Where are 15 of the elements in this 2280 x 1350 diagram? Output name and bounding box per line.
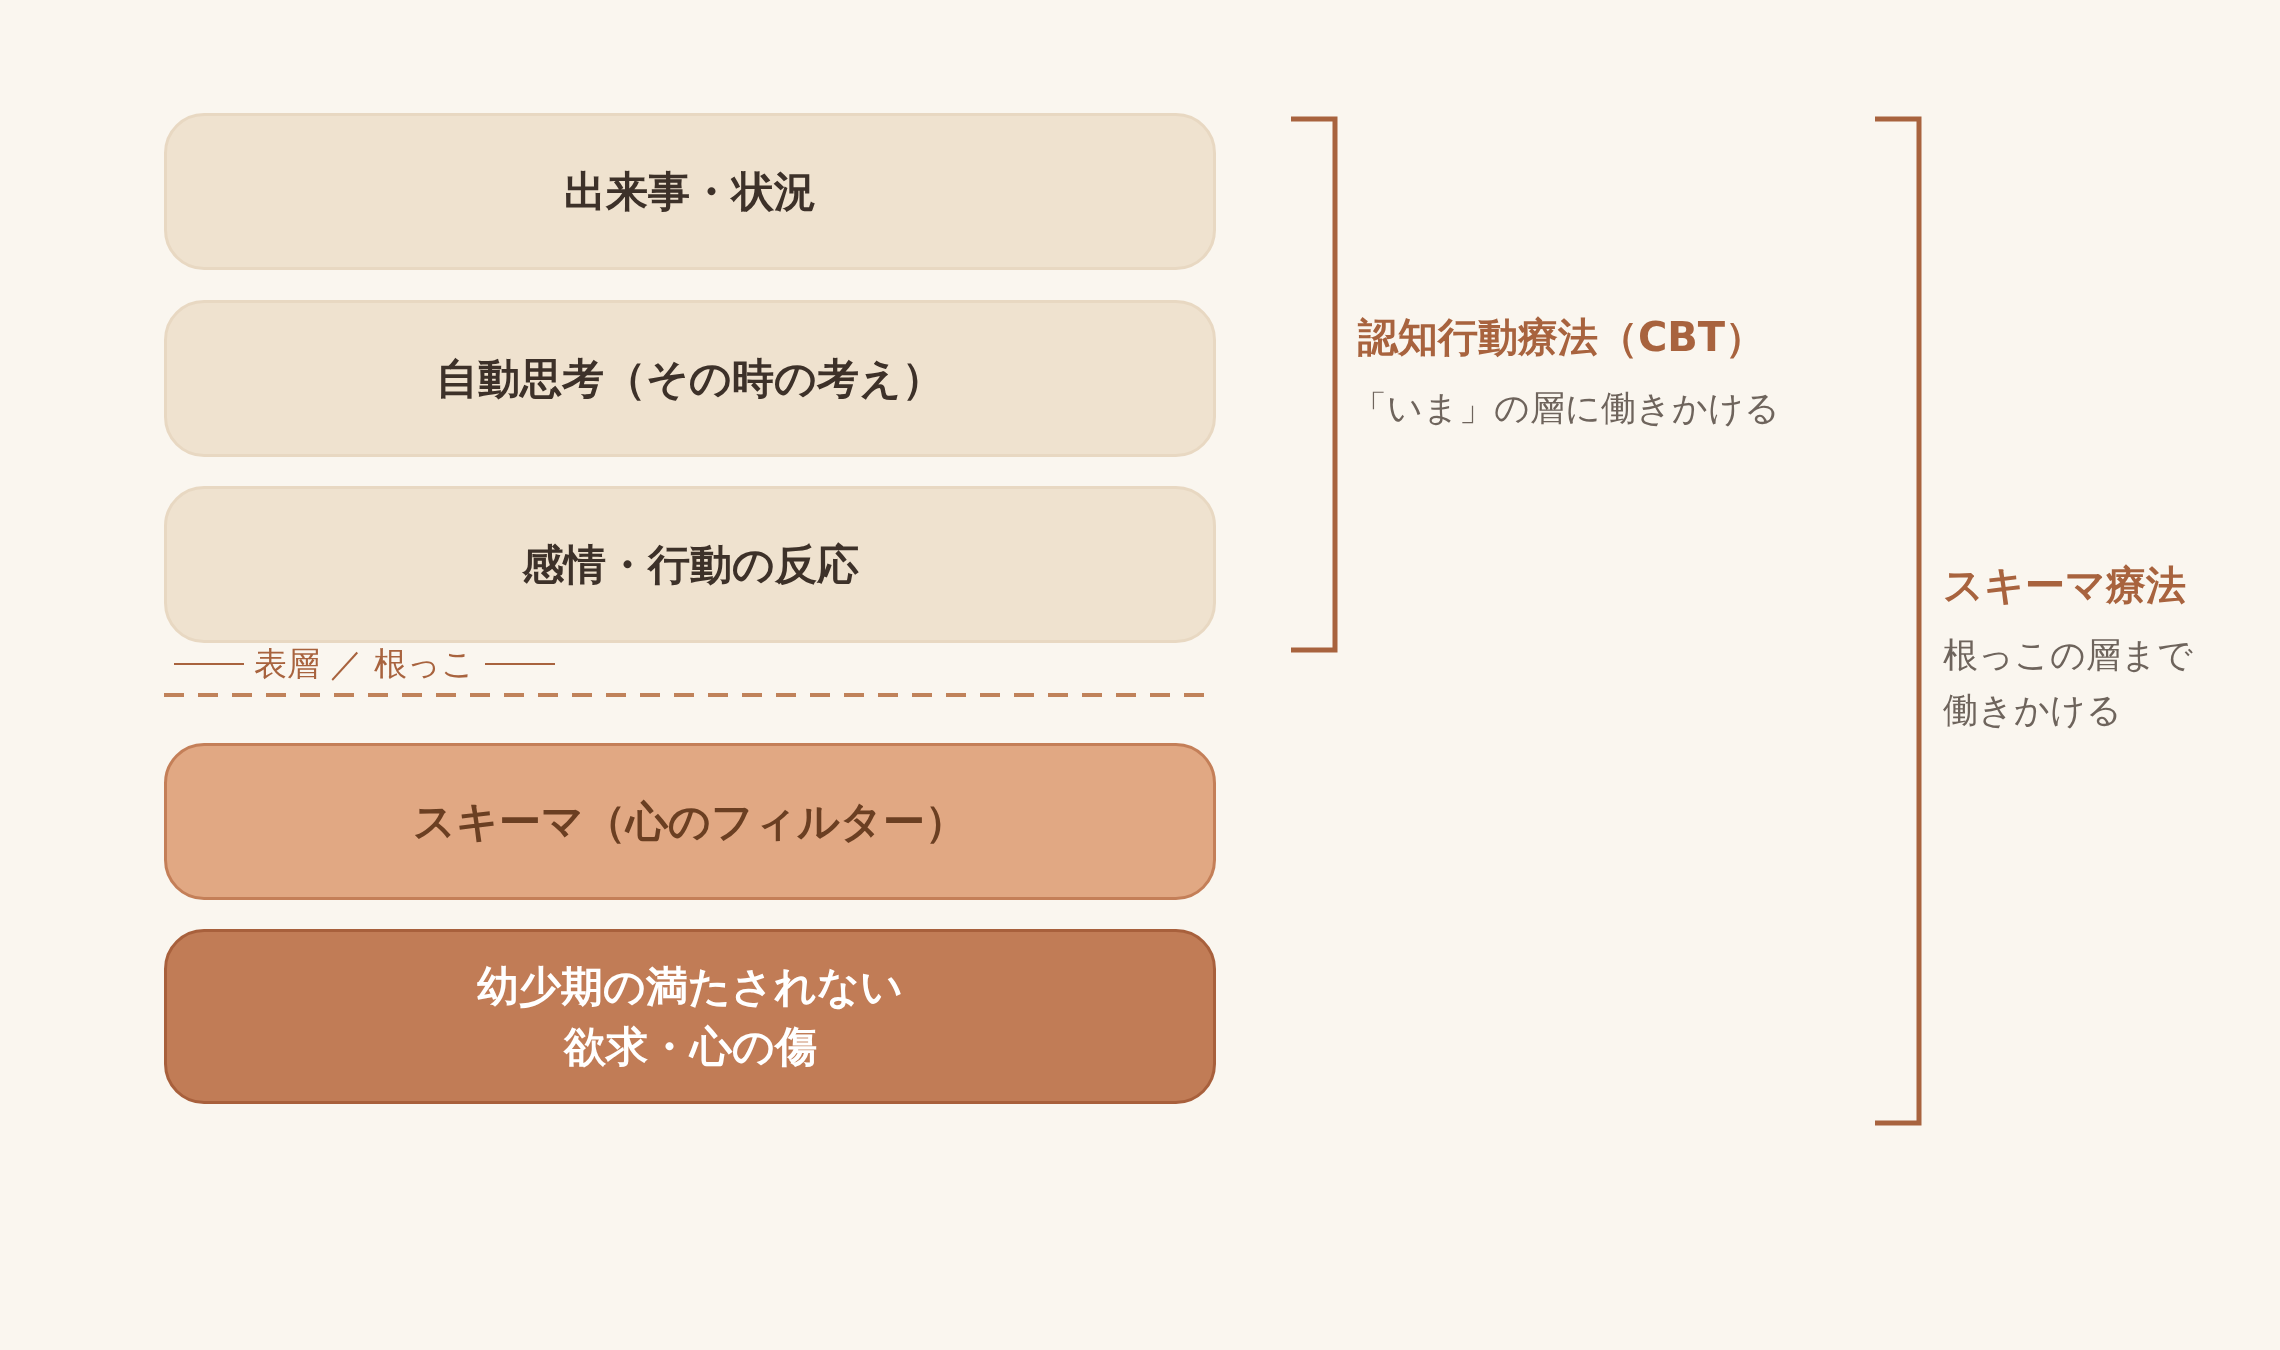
layer-label: 感情・行動の反応 (521, 538, 859, 591)
layer-label: 幼少期の満たされない欲求・心の傷 (476, 960, 904, 1073)
therapy-description: 「いま」の層に働きかける (1352, 387, 1780, 430)
layer-box (164, 486, 1216, 643)
layer-label: 出来事・状況 (564, 165, 816, 218)
layer-box (164, 929, 1216, 1104)
layer-label: スキーマ（心のフィルター） (413, 795, 967, 848)
layer-box (164, 113, 1216, 270)
therapy-title: スキーマ療法 (1943, 561, 2186, 610)
layer-box (164, 743, 1216, 900)
divider-label: 表層 ／ 根っこ (254, 643, 475, 685)
layer-box (164, 300, 1216, 457)
therapy-title: 認知行動療法（CBT） (1358, 313, 1766, 362)
layer-label: 自動思考（その時の考え） (436, 352, 944, 405)
therapy-description: 根っこの層まで働きかける (1943, 633, 2194, 732)
